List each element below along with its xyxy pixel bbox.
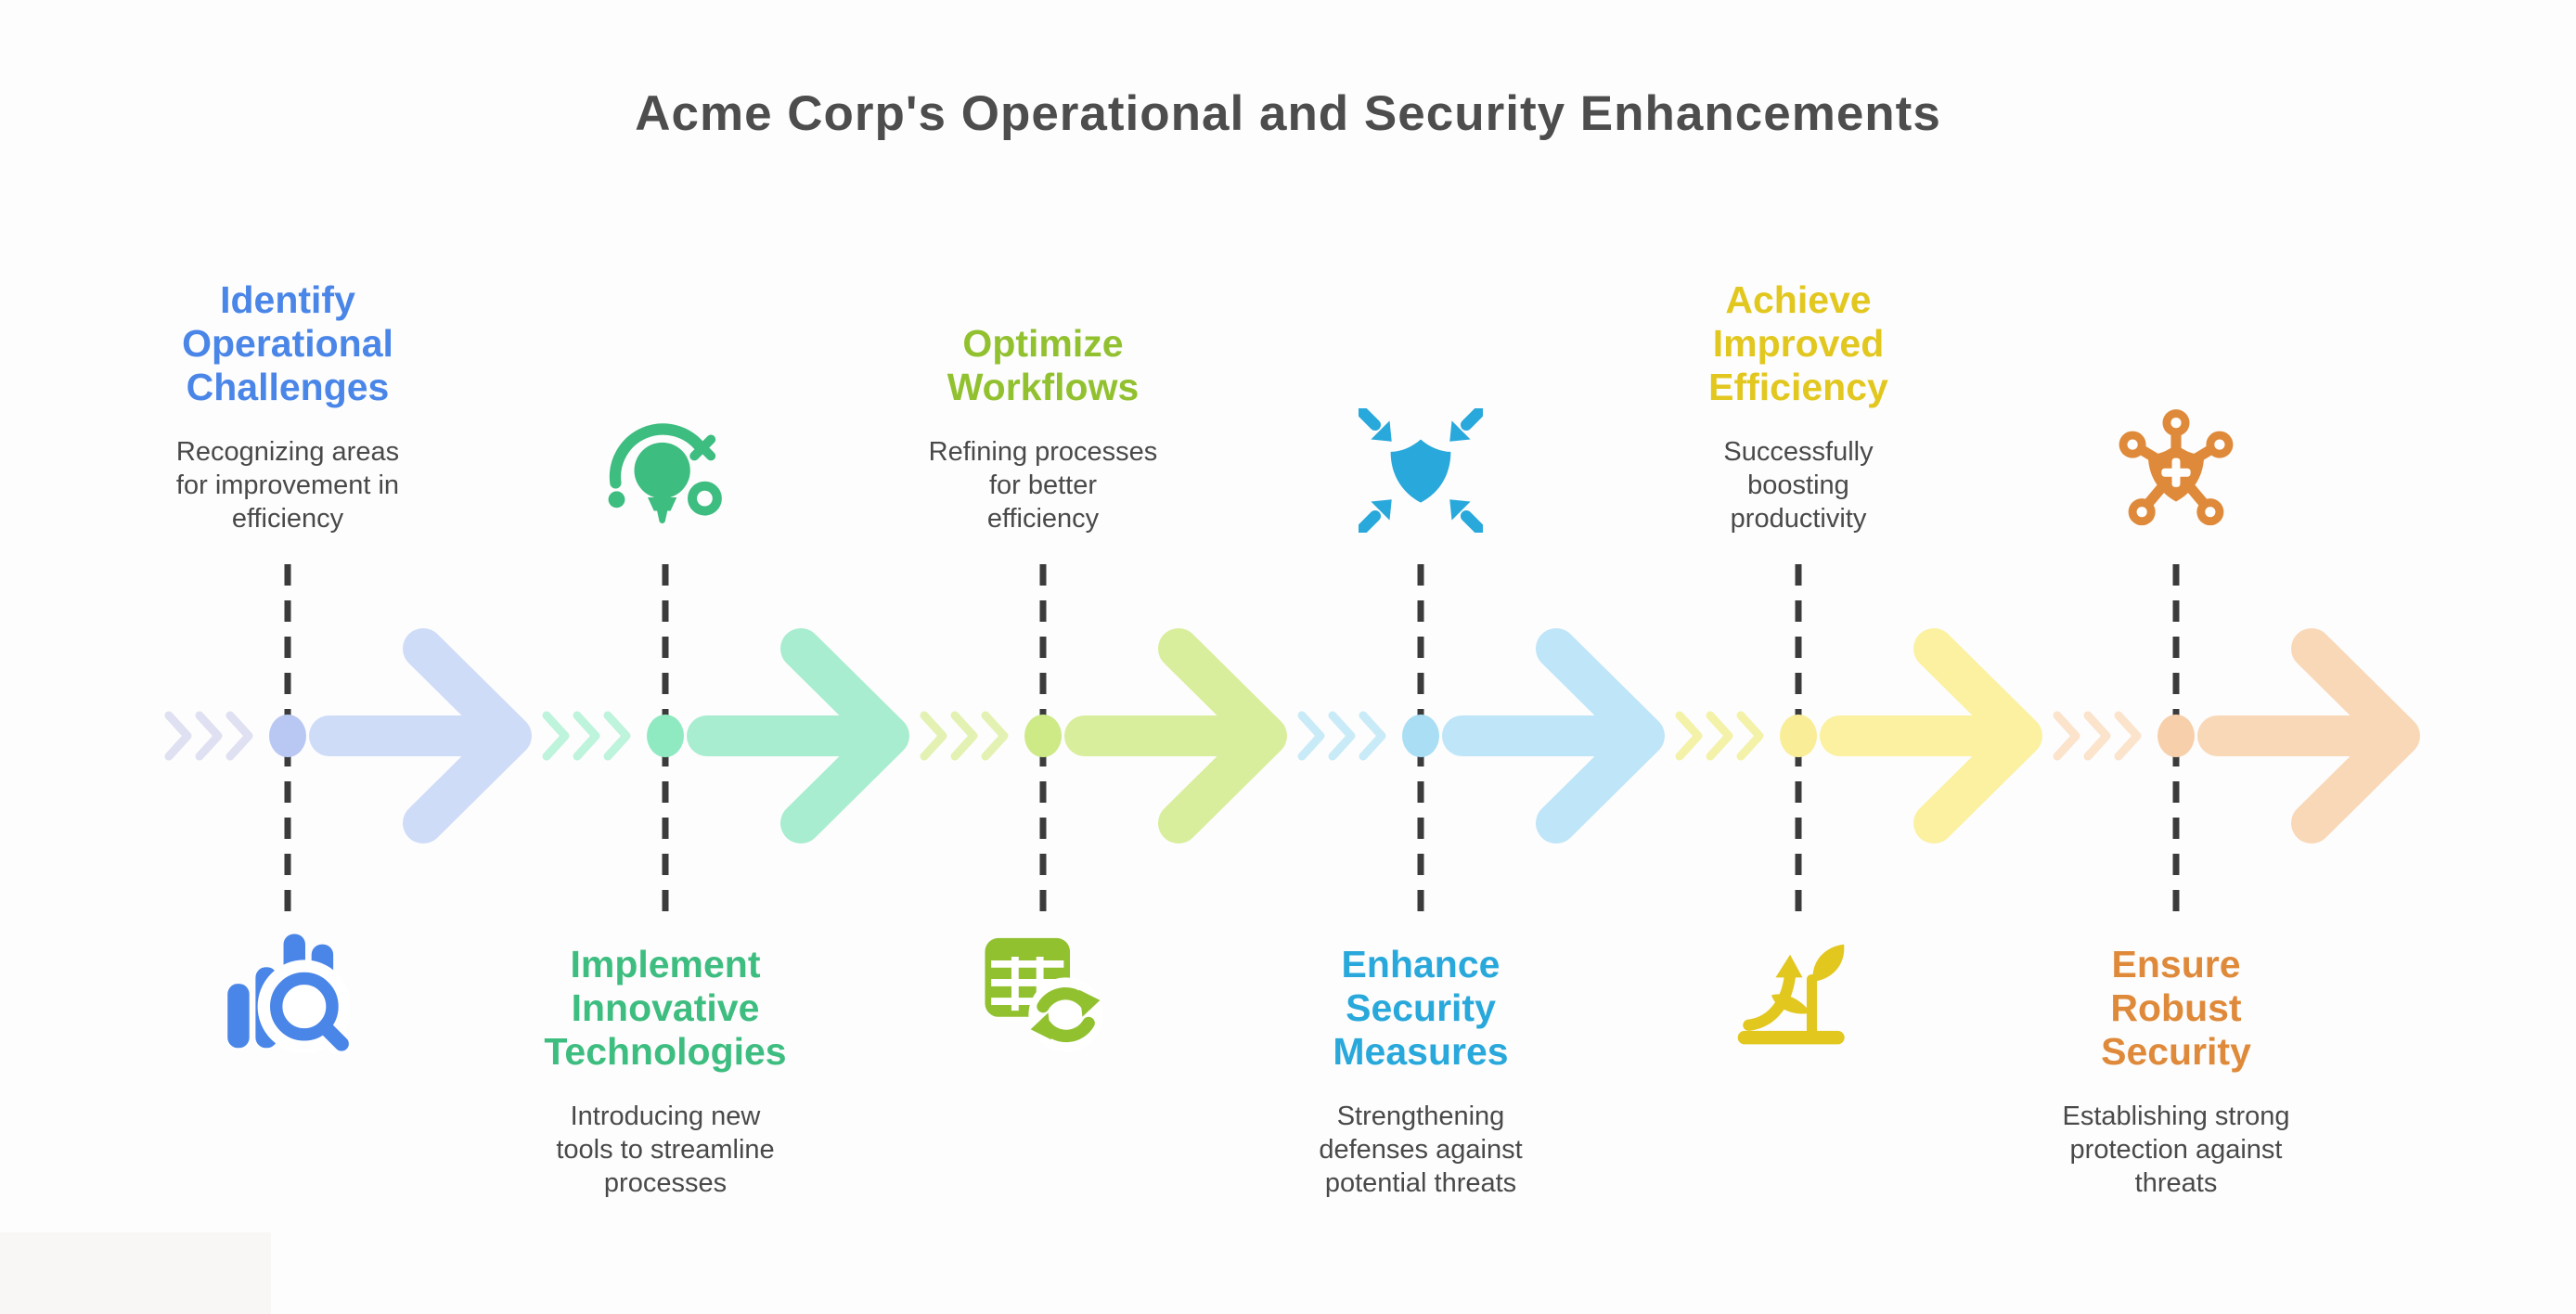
table-sync-icon — [981, 930, 1105, 1054]
shield-focus-icon — [1359, 408, 1483, 533]
growth-sprout-icon — [1736, 930, 1861, 1054]
milestone-implement-innovative-technologies: Implement Innovative Technologies Introd… — [466, 0, 865, 1314]
network-shield-icon — [2114, 408, 2238, 533]
milestone-description: Establishing strong protection against t… — [2062, 1101, 2290, 1198]
page-title: Acme Corp's Operational and Security Enh… — [635, 86, 1941, 141]
milestone-optimize-workflows: Optimize Workflows Refining processes fo… — [844, 0, 1243, 1314]
milestone-identify-operational-challenges: Identify Operational Challenges Recogniz… — [88, 0, 487, 1314]
milestone-heading: Achieve Improved Efficiency — [1708, 278, 1888, 408]
milestone-heading: Optimize Workflows — [947, 322, 1140, 408]
milestone-description: Successfully boosting productivity — [1723, 437, 1874, 534]
innovation-bulb-icon — [603, 408, 728, 533]
milestone-ensure-robust-security: Ensure Robust Security Establishing stro… — [1977, 0, 2376, 1314]
watermark-area — [0, 1232, 271, 1314]
milestone-heading: Implement Innovative Technologies — [544, 943, 787, 1073]
milestone-enhance-security-measures: Enhance Security Measures Strengthening … — [1221, 0, 1620, 1314]
milestone-achieve-improved-efficiency: Achieve Improved Efficiency Successfully… — [1599, 0, 1998, 1314]
milestone-heading: Enhance Security Measures — [1333, 943, 1509, 1073]
milestone-description: Refining processes for better efficiency — [928, 437, 1158, 534]
chart-search-icon — [225, 930, 350, 1054]
milestone-heading: Identify Operational Challenges — [182, 278, 393, 408]
milestone-heading: Ensure Robust Security — [2101, 943, 2251, 1073]
milestone-description: Recognizing areas for improvement in eff… — [175, 437, 400, 534]
milestone-description: Introducing new tools to streamline proc… — [556, 1101, 775, 1198]
milestone-description: Strengthening defenses against potential… — [1319, 1101, 1523, 1198]
